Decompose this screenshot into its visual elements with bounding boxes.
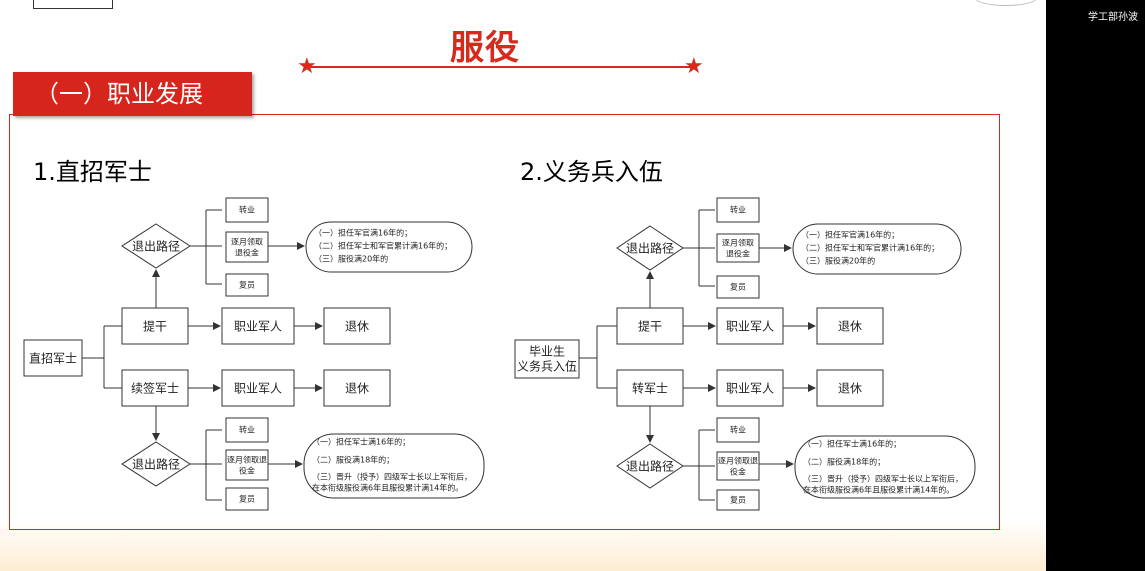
opt-lower-1-label: 转业 (239, 425, 255, 435)
opt-upper-2b-label: 退役金 (235, 248, 259, 258)
opt-lower-3-label: 复员 (730, 495, 746, 505)
exit-lower-diamond (121, 441, 191, 487)
cond-lower-2: （二）服役满18年的； (312, 455, 394, 465)
section-header: （一）职业发展 (13, 72, 252, 116)
opt-upper-1-box (225, 197, 269, 223)
opt-lower-3-label: 复员 (239, 494, 255, 504)
retire-upper-label: 退休 (838, 320, 862, 334)
opt-upper-3-box (716, 275, 760, 299)
flowchart-2: 毕业生 义务兵入伍 提干 转军士 职业军人 职业军人 退休 退休 退出路径 退出… (513, 192, 984, 516)
path-upper-label: 提干 (143, 319, 167, 334)
opt-lower-2-box (716, 451, 760, 481)
career-upper-label: 职业军人 (726, 320, 774, 334)
flowchart-1: 直招军士 提干 续签军士 职业军人 职业军人 退休 退休 退出路径 退出路径 转… (22, 192, 493, 516)
opt-lower-3-box (225, 487, 269, 511)
cond-lower-3: （三）晋升（授予）四级军士长以上军衔后， (312, 472, 472, 482)
opt-lower-2b-label: 役金 (239, 466, 255, 476)
title-underline (306, 66, 694, 68)
cond-lower-bubble (794, 435, 976, 499)
opt-upper-2-box (225, 231, 269, 263)
career-lower-label: 职业军人 (726, 382, 774, 396)
opt-upper-2b-label: 退役金 (726, 249, 750, 259)
opt-lower-2b-label: 役金 (730, 467, 746, 477)
star-icon: ★ (297, 54, 317, 79)
exit-lower-label: 退出路径 (132, 457, 180, 472)
opt-lower-3-box (716, 489, 760, 511)
retire-upper-box (323, 307, 391, 345)
cond-lower-1: （一）担任军士满16年的； (312, 437, 410, 447)
cond-lower-bubble (303, 433, 485, 499)
exit-upper-label: 退出路径 (132, 239, 180, 254)
cond-upper-2: （二）担任军士和军官累计满16年的； (801, 243, 939, 253)
path-lower-label: 续签军士 (131, 381, 179, 396)
career-upper-label: 职业军人 (234, 320, 282, 334)
content-frame (9, 114, 1000, 530)
retire-lower-label: 退休 (345, 382, 369, 396)
retire-lower-box (323, 369, 391, 407)
career-lower-label: 职业军人 (234, 382, 282, 396)
cond-upper-2: （二）担任军士和军官累计满16年的； (314, 241, 452, 251)
retire-lower-label: 退休 (838, 382, 862, 396)
cond-lower-2: （二）服役满18年的； (803, 457, 885, 467)
exit-upper-diamond (121, 223, 191, 269)
cond-upper-1: （一）担任军官满16年的； (314, 228, 412, 238)
bottom-decoration (0, 520, 1046, 571)
opt-upper-3-box (225, 273, 269, 297)
video-panel (1046, 0, 1145, 571)
exit-lower-diamond (616, 443, 684, 489)
path-upper-label: 提干 (638, 319, 662, 334)
opt-lower-2a-label: 逐月领取退 (718, 456, 758, 466)
cond-lower-4: 在本衔级服役满6年且服役累计满14年的。 (803, 485, 954, 495)
top-left-tab (33, 0, 113, 9)
opt-upper-3-label: 复员 (730, 282, 746, 292)
opt-upper-3-label: 复员 (239, 280, 255, 290)
opt-upper-2a-label: 逐月领取 (722, 238, 754, 248)
cond-upper-bubble (305, 221, 473, 273)
opt-lower-2-box (225, 449, 269, 481)
star-icon: ★ (684, 54, 704, 79)
opt-lower-1-label: 转业 (730, 425, 746, 435)
exit-upper-diamond (616, 225, 684, 271)
opt-upper-1-label: 转业 (730, 205, 746, 215)
retire-lower-box (816, 369, 884, 407)
opt-lower-1-box (225, 417, 269, 443)
path-lower-label: 转军士 (632, 381, 668, 396)
start-label: 直招军士 (29, 352, 77, 366)
opt-upper-1-box (716, 197, 760, 223)
opt-lower-2a-label: 逐月领取退 (227, 455, 267, 465)
exit-lower-label: 退出路径 (626, 459, 674, 474)
start-label-1: 毕业生 (529, 345, 565, 359)
retire-upper-label: 退休 (345, 320, 369, 334)
cond-lower-3: （三）晋升（授予）四级军士长以上军衔后， (803, 474, 963, 484)
flow1-heading: 1.直招军士 (33, 158, 152, 186)
opt-upper-2a-label: 逐月领取 (231, 237, 263, 247)
cond-upper-3: （三）服役满20年的 (801, 256, 875, 266)
opt-lower-1-box (716, 417, 760, 443)
flow2-heading: 2.义务兵入伍 (520, 158, 663, 186)
start-label-2: 义务兵入伍 (517, 359, 577, 374)
top-right-decoration (975, 0, 1037, 6)
exit-upper-label: 退出路径 (626, 241, 674, 256)
start-box (514, 339, 580, 379)
cond-upper-1: （一）担任军官满16年的； (801, 230, 899, 240)
cond-lower-4: 在本衔级服役满6年且服役累计满14年的。 (312, 483, 463, 493)
slide-title: 服役 (450, 28, 520, 68)
retire-upper-box (816, 307, 884, 345)
opt-upper-1-label: 转业 (239, 205, 255, 215)
presenter-label: 学工部孙波 (1088, 12, 1138, 23)
cond-upper-3: （三）服役满20年的 (314, 254, 388, 264)
cond-lower-1: （一）担任军士满16年的； (803, 439, 901, 449)
cond-upper-bubble (792, 223, 962, 275)
